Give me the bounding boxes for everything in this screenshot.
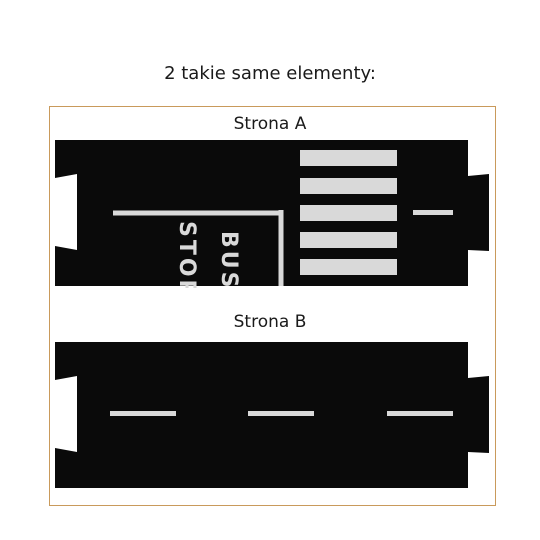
lane-dash <box>110 411 176 416</box>
bus-text: BUS <box>216 231 241 288</box>
crosswalk-stripe <box>300 178 397 194</box>
side-b-label: Strona B <box>233 312 307 332</box>
center-line <box>110 411 453 416</box>
stop-text: STOP <box>174 221 199 288</box>
lane-dash <box>387 411 453 416</box>
crosswalk-stripe <box>300 259 397 275</box>
lane-dash <box>413 210 453 215</box>
crosswalk-stripe <box>300 232 397 248</box>
page-title: 2 takie same elementy: <box>164 63 376 84</box>
road-piece-side-a: BUS STOP <box>55 140 489 288</box>
lane-dash <box>248 411 314 416</box>
crosswalk <box>300 150 397 275</box>
product-frame <box>49 106 496 506</box>
crosswalk-stripe <box>300 150 397 166</box>
road-piece-side-b <box>55 342 489 488</box>
side-a-label: Strona A <box>233 114 307 134</box>
crosswalk-stripe <box>300 205 397 221</box>
